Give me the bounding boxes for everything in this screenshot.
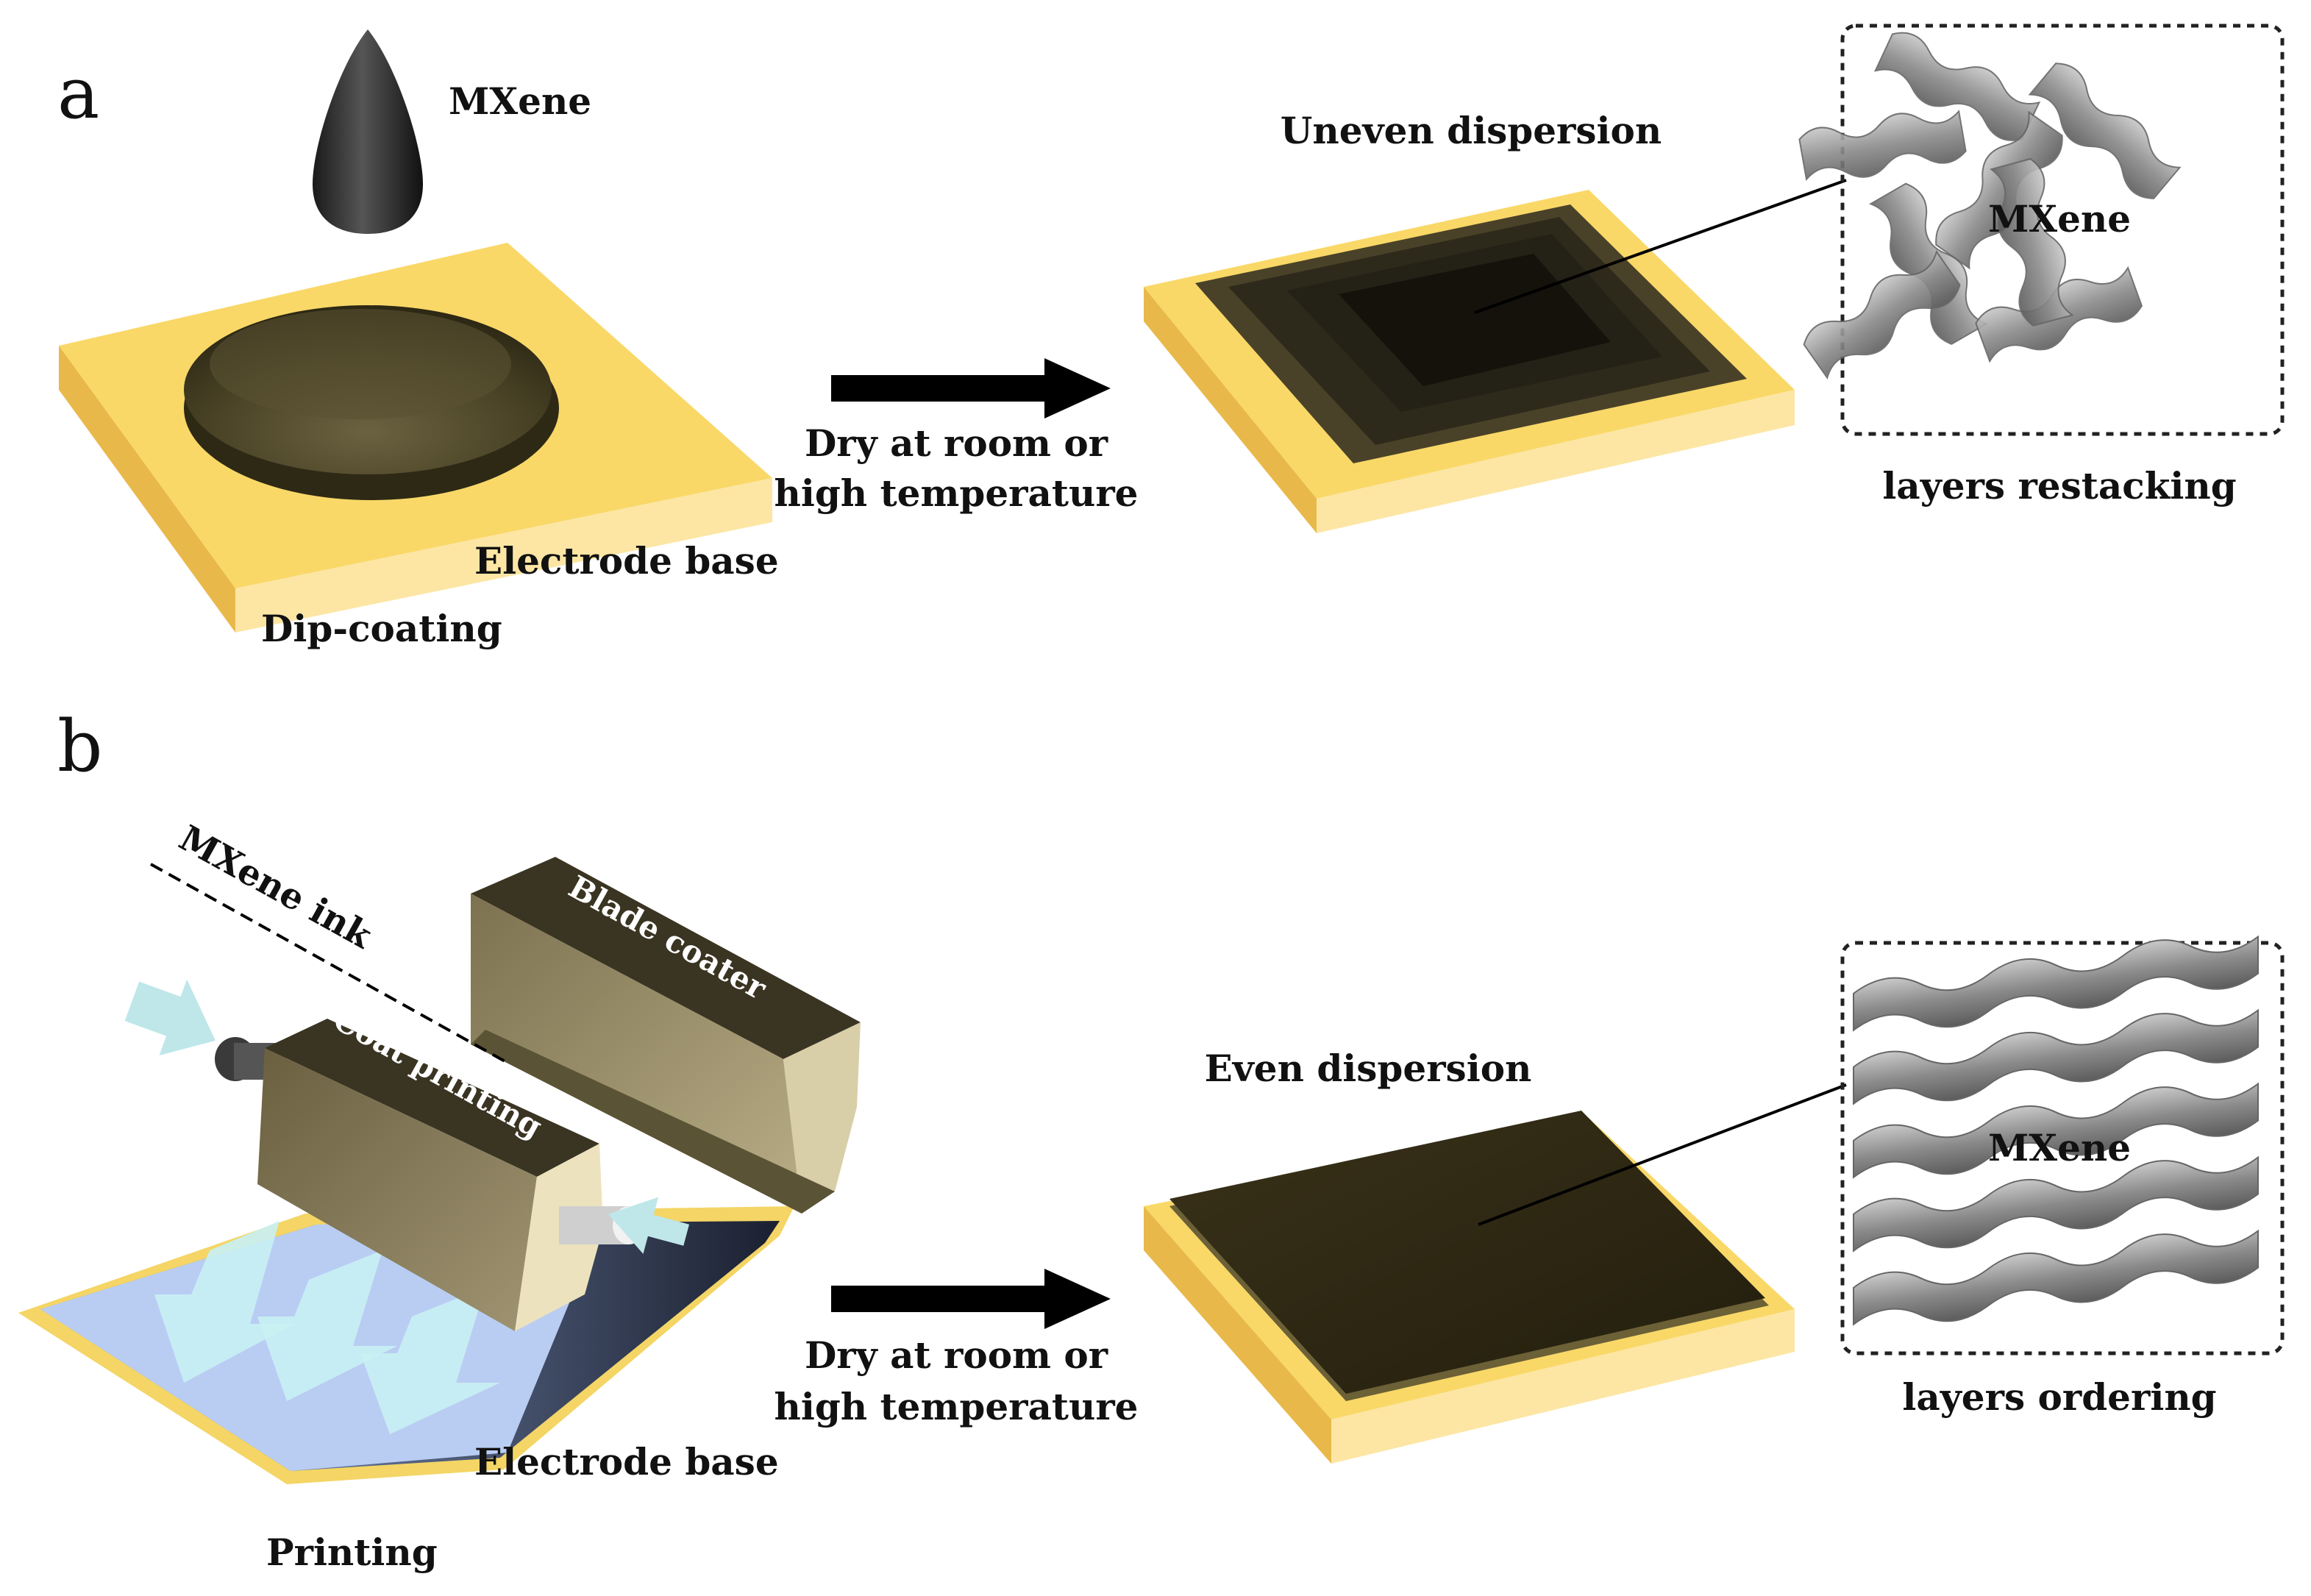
- process-arrow-b: [831, 1269, 1111, 1329]
- flow-arrow-3: [360, 1287, 500, 1434]
- mxene-dome: [184, 305, 559, 500]
- input-arrow-right: [608, 1197, 690, 1254]
- ordered-sheet: [1853, 935, 2259, 1032]
- process-arrow-a: [831, 358, 1111, 418]
- restacked-sheets: [1798, 32, 2182, 380]
- mxene-ink-line: [150, 863, 508, 1064]
- ordered-sheets: [1853, 935, 2259, 1326]
- input-arrow-left: [124, 979, 216, 1055]
- even-electrode: [1144, 1111, 1795, 1464]
- electrode-base-a-label: Electrode base: [474, 539, 779, 583]
- printing-label: Printing: [266, 1531, 438, 1574]
- dry-text-b-line2: high temperature: [775, 1385, 1139, 1428]
- dip-coating-label: Dip-coating: [261, 607, 502, 650]
- flow-arrow-2: [257, 1250, 397, 1401]
- layers-ordering-label: layers ordering: [1902, 1375, 2216, 1419]
- mxene-drop-label: MXene: [449, 79, 591, 123]
- ordered-sheet: [1853, 1155, 2259, 1253]
- dry-text-a-line2: high temperature: [775, 471, 1139, 515]
- panel-a-letter: a: [57, 52, 99, 135]
- coat-printing-roller: [215, 1019, 645, 1331]
- blade-coater: [471, 857, 861, 1214]
- electrode-base-b-label: Electrode base: [474, 1440, 779, 1483]
- inset-b-mxene-label: MXene: [1988, 1126, 2131, 1169]
- ordered-sheet: [1853, 1008, 2259, 1105]
- mxene-drop-icon: [313, 29, 423, 234]
- restacked-sheet: [1803, 250, 1961, 380]
- restacked-sheet: [1798, 110, 1967, 181]
- dry-text-b-line1: Dry at room or: [805, 1333, 1108, 1377]
- panel-b-letter: b: [57, 705, 102, 788]
- inset-ordering: MXene: [1840, 935, 2285, 1355]
- inset-restacking: MXene: [1798, 24, 2285, 436]
- uneven-electrode: [1144, 190, 1795, 533]
- flow-arrows: [154, 1221, 500, 1434]
- restacked-sheet: [1869, 182, 1989, 345]
- flow-arrow-1: [154, 1221, 294, 1383]
- uneven-dispersion-label: Uneven dispersion: [1281, 109, 1662, 152]
- dry-text-a-line1: Dry at room or: [805, 421, 1108, 465]
- ordered-sheet: [1853, 1082, 2259, 1179]
- zoom-line-b: [1478, 1083, 1847, 1226]
- restacked-sheet: [1990, 157, 2074, 327]
- restacked-sheet: [2028, 63, 2182, 199]
- even-mxene-film: [1169, 1111, 1765, 1394]
- even-dispersion-label: Even dispersion: [1205, 1047, 1532, 1090]
- inset-a-mxene-label: MXene: [1988, 197, 2131, 241]
- ordered-sheet: [1853, 1229, 2259, 1326]
- layers-restacking-label: layers restacking: [1882, 464, 2236, 507]
- mxene-ink-label: MXene ink: [172, 818, 380, 958]
- zoom-line-a: [1474, 179, 1847, 314]
